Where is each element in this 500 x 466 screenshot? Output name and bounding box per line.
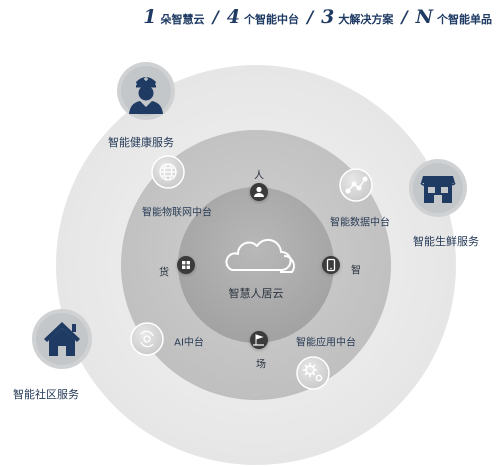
tagline-cloud: 1 朵智慧云 [143, 6, 205, 28]
field-node-icon [250, 331, 268, 349]
field-label: 场 [256, 359, 266, 371]
community-service-label: 智能社区服务 [13, 388, 79, 401]
cloud-icon [225, 238, 295, 273]
ai-platform-label: AI中台 [174, 337, 204, 349]
swirl-icon [130, 322, 164, 356]
house-icon [32, 309, 92, 369]
goods-label: 货 [159, 267, 169, 279]
tagline-platforms: 4 个智能中台 [226, 6, 299, 28]
gears-icon [296, 356, 330, 390]
goods-node-icon [177, 256, 195, 274]
data-nodes-icon [339, 168, 373, 202]
tagline-solutions: 3 大解决方案 [321, 6, 394, 28]
data-platform-label: 智能数据中台 [330, 217, 390, 229]
globe-icon [151, 155, 185, 189]
person-node-icon [250, 183, 268, 201]
fresh-service-label: 智能生鲜服务 [413, 235, 479, 248]
person-label: 人 [254, 170, 264, 182]
header-tagline: 1 朵智慧云 / 4 个智能中台 / 3 大解决方案 / N 个智能单品 [60, 6, 492, 28]
wisdom-label: 智 [351, 265, 361, 277]
wisdom-node-icon [322, 256, 340, 274]
separator: / [212, 8, 219, 28]
health-service-label: 智能健康服务 [108, 136, 174, 149]
tagline-products: N 个智能单品 [415, 6, 492, 28]
separator: / [401, 8, 408, 28]
store-icon [409, 159, 467, 217]
inner-circle [178, 187, 334, 343]
application-platform-label: 智能应用中台 [296, 337, 356, 349]
separator: / [306, 8, 314, 28]
center-label: 智慧人居云 [228, 287, 284, 300]
doctor-icon [117, 62, 175, 120]
iot-platform-label: 智能物联网中台 [142, 207, 212, 219]
